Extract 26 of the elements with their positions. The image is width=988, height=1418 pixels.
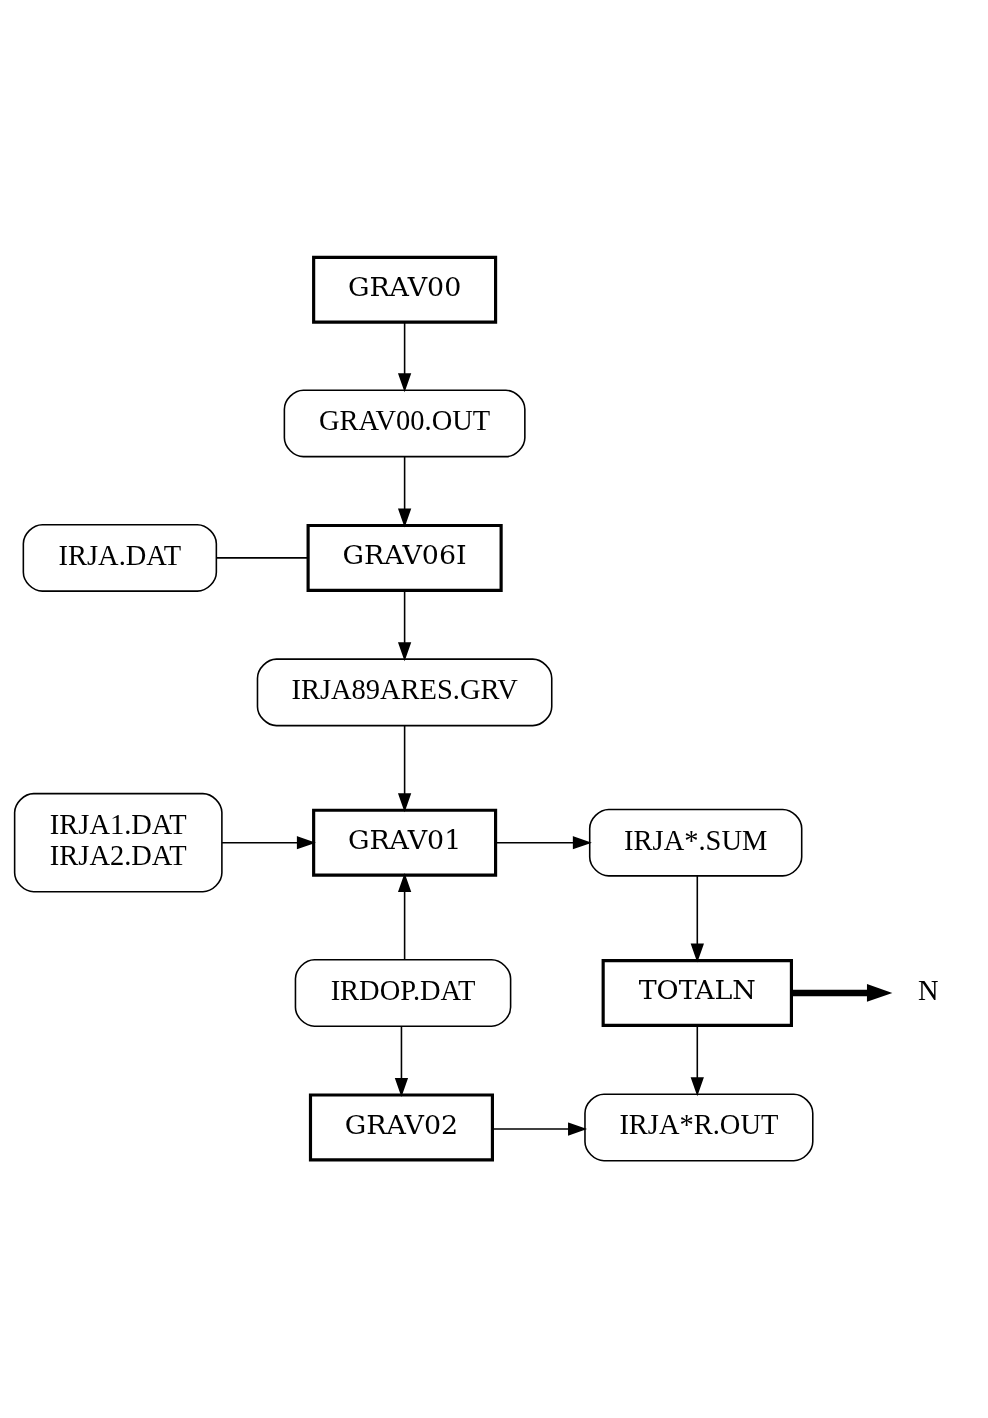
node-box: GRAV00.OUT — [283, 389, 526, 458]
arrow — [394, 1025, 409, 1097]
node-box: GRAV02 — [308, 1093, 494, 1162]
arrow — [397, 322, 412, 393]
node-box: TOTALN — [601, 958, 793, 1027]
node-box: IRJA.DAT — [22, 523, 218, 592]
arrow — [221, 836, 316, 850]
node-box: IRJA*.SUM — [588, 808, 803, 877]
node-box: IRJA*R.OUT — [584, 1093, 814, 1162]
arrow — [397, 873, 412, 961]
node-box: GRAV01 — [312, 808, 498, 877]
node-box: IRJA1.DAT IRJA2.DAT — [13, 792, 223, 893]
node-box: IRJA89ARES.GRV — [256, 658, 553, 727]
node-box: GRAV06I — [306, 523, 503, 592]
arrow — [791, 984, 893, 1002]
arrow — [495, 836, 592, 850]
arrow — [397, 589, 412, 662]
arrow — [690, 1024, 704, 1097]
arrow — [397, 455, 412, 528]
arrow — [690, 875, 704, 963]
node-box: IRDOP.DAT — [294, 958, 512, 1027]
node-box: GRAV00 — [312, 255, 498, 324]
arrow — [491, 1122, 588, 1136]
arrow — [397, 724, 412, 813]
connector — [215, 557, 309, 559]
node-text: N — [917, 974, 939, 1006]
